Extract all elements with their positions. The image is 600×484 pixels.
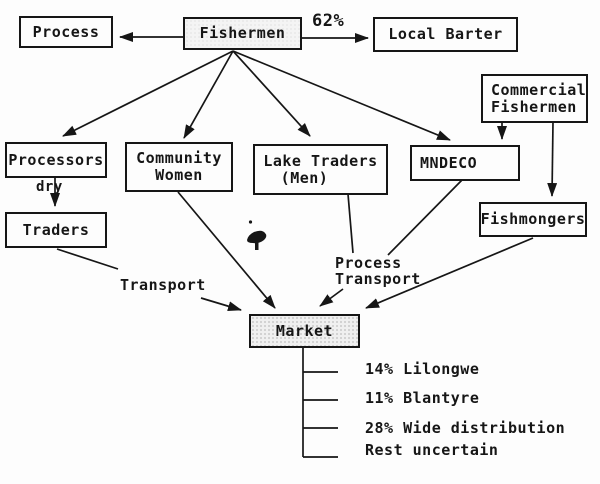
node-commercial-fishermen-line1: Commercial: [491, 80, 587, 99]
node-fishermen: Fishermen: [183, 17, 302, 50]
barter-percentage-label: 62%: [312, 11, 345, 31]
edge-lake-traders-process-transport: [347, 193, 354, 254]
process-transport-line1: Process: [335, 254, 402, 272]
node-lake-traders: Lake Traders (Men): [253, 144, 388, 195]
edge-community-women-market: [177, 191, 276, 309]
node-process: Process: [19, 16, 113, 48]
distribution-item-lilongwe: 14% Lilongwe: [365, 360, 480, 378]
node-processors: Processors: [5, 142, 107, 178]
node-process-label: Process: [32, 22, 100, 41]
edge-commercial-fishmongers: [547, 121, 558, 197]
node-commercial-fishermen-line2: Fishermen: [491, 97, 577, 116]
transport-label: Transport: [120, 276, 206, 294]
node-community-women: Community Women: [125, 142, 233, 192]
node-market: Market: [249, 314, 360, 348]
distribution-item-blantyre: 11% Blantyre: [365, 389, 480, 407]
node-lake-traders-line1: Lake Traders: [263, 151, 378, 170]
node-market-label: Market: [275, 321, 334, 340]
node-fishmongers: Fishmongers: [479, 202, 587, 237]
edge-mndeco-process-transport: [387, 179, 463, 256]
node-local-barter-label: Local Barter: [388, 25, 503, 43]
node-traders: Traders: [5, 212, 107, 248]
edge-traders-transport-upper: [56, 248, 119, 270]
node-community-women-line2: Women: [155, 166, 203, 184]
edge-process-transport-market: [319, 288, 344, 307]
node-community-women-line1: Community: [136, 149, 222, 167]
edge-fishermen-lake-traders: [232, 50, 311, 137]
process-transport-label: Process Transport: [335, 255, 421, 287]
node-mndeco: MNDECO: [410, 145, 520, 181]
edge-fishermen-community-women: [183, 50, 234, 139]
edge-fishermen-processors: [62, 50, 234, 137]
node-local-barter: Local Barter: [373, 17, 518, 52]
process-transport-line2: Transport: [335, 270, 421, 288]
node-fishmongers-label: Fishmongers: [480, 210, 586, 228]
ink-blob-mark: [247, 220, 267, 250]
edge-fishmongers-market: [365, 237, 534, 309]
node-fishermen-label: Fishermen: [199, 24, 286, 42]
node-traders-label: Traders: [22, 220, 90, 239]
distribution-item-rest: Rest uncertain: [365, 441, 499, 459]
distribution-item-wide: 28% Wide distribution: [365, 419, 566, 437]
dry-label: dry: [36, 179, 63, 195]
edge-fishermen-mndeco: [232, 50, 451, 141]
node-lake-traders-line2: (Men): [280, 168, 329, 187]
edge-transport-market: [200, 297, 242, 312]
node-processors-label: Processors: [8, 150, 104, 169]
node-commercial-fishermen: Commercial Fishermen: [481, 74, 588, 123]
node-mndeco-label: MNDECO: [420, 153, 478, 172]
